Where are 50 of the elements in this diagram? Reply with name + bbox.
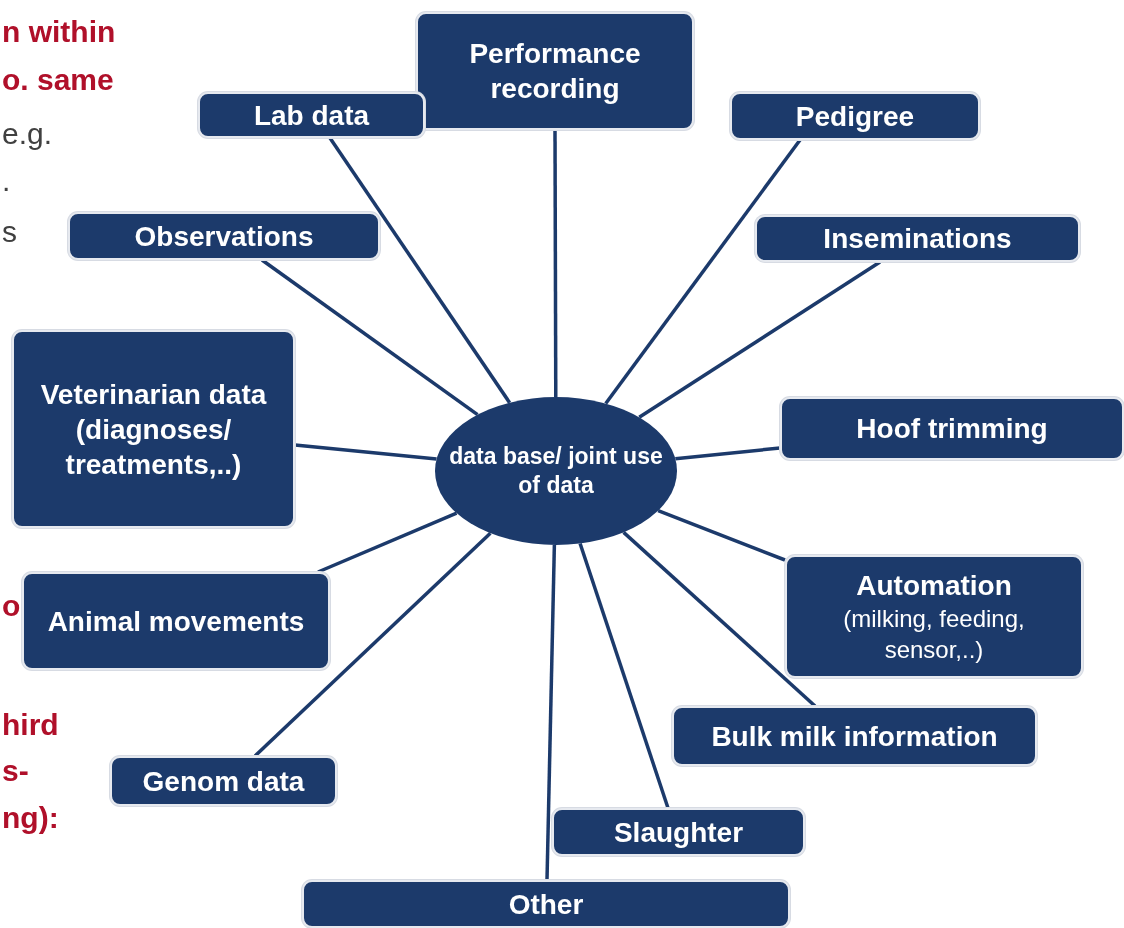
node-label: Animal movements (47, 604, 305, 639)
node-label: Pedigree (795, 99, 915, 134)
connector-line (657, 509, 786, 562)
node-label: Genom data (142, 764, 305, 799)
node-box (730, 92, 980, 140)
node-box (68, 212, 380, 260)
node-label: Lab data (253, 98, 370, 133)
node-box (302, 880, 790, 928)
partial-text: o. same (2, 62, 114, 98)
node-label: Hoof trimming (856, 412, 1048, 446)
node-box (780, 397, 1124, 460)
connector-line (604, 138, 802, 405)
connector-line (328, 137, 512, 404)
partial-text: hird (2, 707, 59, 743)
node-box (198, 92, 425, 138)
node-box (416, 12, 694, 130)
node-box (110, 756, 337, 806)
connector-line (578, 542, 670, 809)
node-label: Slaughter (613, 815, 744, 850)
connector-line (294, 443, 437, 461)
connector-line (675, 446, 781, 461)
node-label: Automation (856, 568, 1012, 603)
partial-text: s (2, 214, 17, 250)
node-box (672, 706, 1037, 766)
connector-line (553, 130, 558, 397)
node-box (12, 330, 295, 528)
partial-text: o (2, 588, 21, 624)
connector-line (317, 511, 458, 574)
node-box (785, 555, 1083, 678)
connector-line (622, 531, 817, 708)
connector-line (260, 258, 479, 417)
partial-text: . (2, 163, 11, 199)
node-label: Performance recording (468, 37, 642, 106)
connector-line (545, 544, 557, 881)
partial-text: ng): (2, 800, 59, 836)
node-detail: (milking, feeding, sensor,..) (842, 603, 1026, 665)
node-label: Veterinarian data (diagnoses/ treatments,..) (39, 377, 268, 482)
node-label: Bulk milk information (711, 719, 998, 754)
node-label: data base/ joint use of data (448, 442, 664, 500)
node-box (22, 572, 330, 670)
partial-text: n within (2, 14, 116, 50)
node-box (552, 808, 805, 856)
node-box (755, 215, 1080, 262)
node-label: Inseminations (823, 222, 1012, 256)
connector-line (638, 260, 881, 419)
node-label: Observations (134, 219, 314, 254)
connector-line (253, 531, 492, 758)
partial-text: e.g. (2, 116, 53, 152)
node-label: Other (508, 887, 584, 922)
partial-text: s- (2, 753, 29, 789)
